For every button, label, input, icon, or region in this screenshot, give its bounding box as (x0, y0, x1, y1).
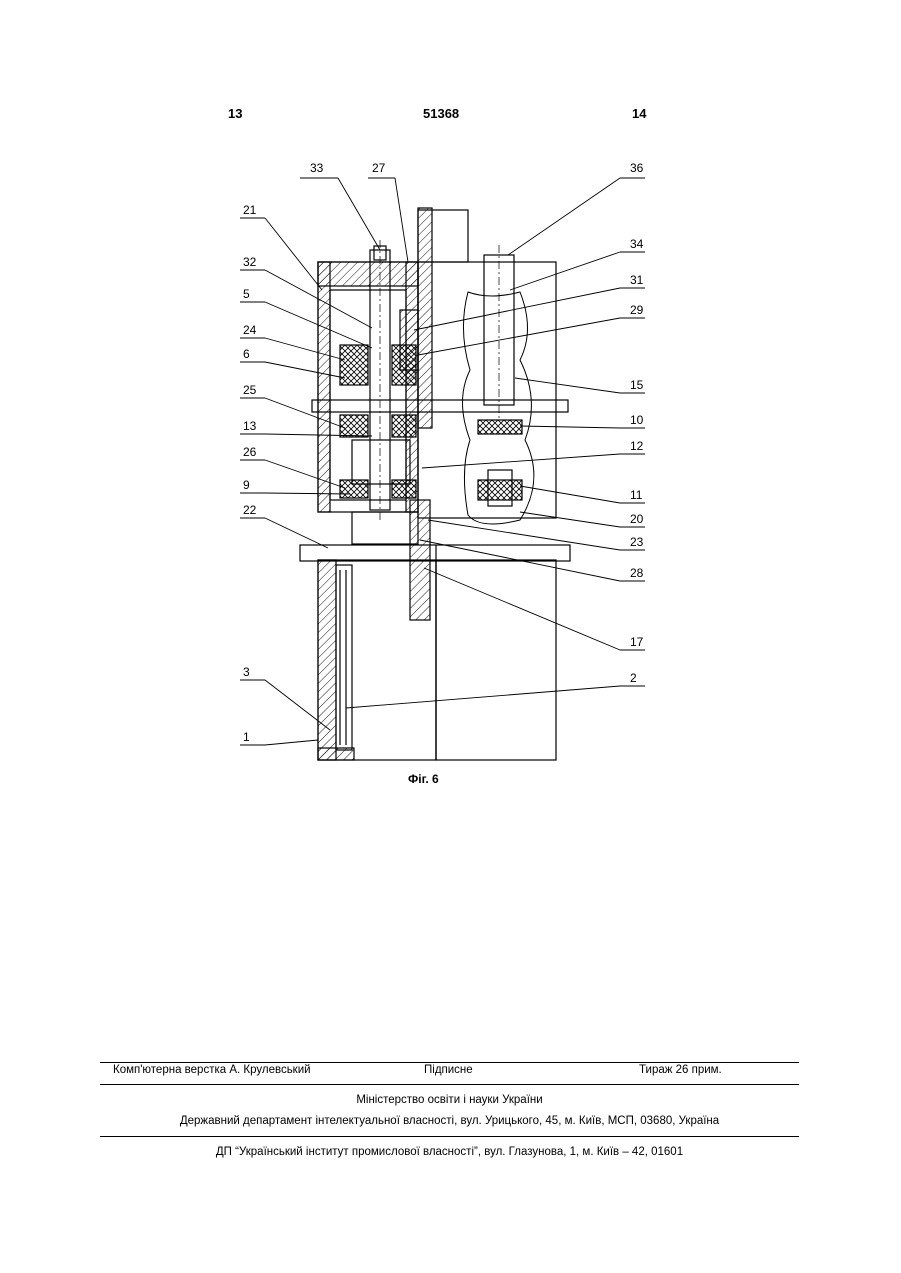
footer-divider (100, 1084, 799, 1085)
technical-drawing: 33 27 21 32 5 24 6 25 13 26 9 22 3 1 36 … (0, 0, 901, 820)
part-label: 15 (630, 378, 644, 392)
part-label: 2 (630, 671, 637, 685)
figure-caption: Фіг. 6 (408, 772, 439, 786)
part-numbers: 33 27 21 32 5 24 6 25 13 26 9 22 3 1 36 … (243, 161, 644, 744)
part-label: 23 (630, 535, 644, 549)
ministry-line: Міністерство освіти і науки України (100, 1094, 799, 1106)
institute-line: ДП “Український інститут промислової вла… (100, 1146, 799, 1158)
footer-divider (100, 1136, 799, 1137)
part-label: 25 (243, 383, 257, 397)
part-label: 32 (243, 255, 257, 269)
part-label: 36 (630, 161, 644, 175)
part-label: 34 (630, 237, 644, 251)
part-label: 26 (243, 445, 257, 459)
typesetting-credit: Комп'ютерна верстка А. Крулевський (113, 1064, 311, 1076)
part-label: 21 (243, 203, 257, 217)
subscription-note: Підписне (424, 1064, 473, 1076)
leader-lines (240, 178, 645, 745)
part-label: 31 (630, 273, 644, 287)
circulation-note: Тираж 26 прим. (639, 1064, 722, 1076)
part-label: 28 (630, 566, 644, 580)
part-label: 24 (243, 323, 257, 337)
part-label: 27 (372, 161, 386, 175)
footer-divider (100, 1062, 799, 1063)
part-label: 6 (243, 347, 250, 361)
part-label: 29 (630, 303, 644, 317)
part-label: 20 (630, 512, 644, 526)
part-label: 1 (243, 730, 250, 744)
part-label: 11 (630, 488, 643, 502)
part-label: 3 (243, 665, 250, 679)
part-label: 9 (243, 478, 250, 492)
assembly-outline (300, 208, 570, 760)
part-label: 33 (310, 161, 324, 175)
part-label: 17 (630, 635, 644, 649)
part-label: 13 (243, 419, 257, 433)
part-label: 22 (243, 503, 257, 517)
department-line: Державний департамент інтелектуальної вл… (100, 1115, 799, 1127)
part-label: 10 (630, 413, 644, 427)
part-label: 5 (243, 287, 250, 301)
part-label: 12 (630, 439, 644, 453)
